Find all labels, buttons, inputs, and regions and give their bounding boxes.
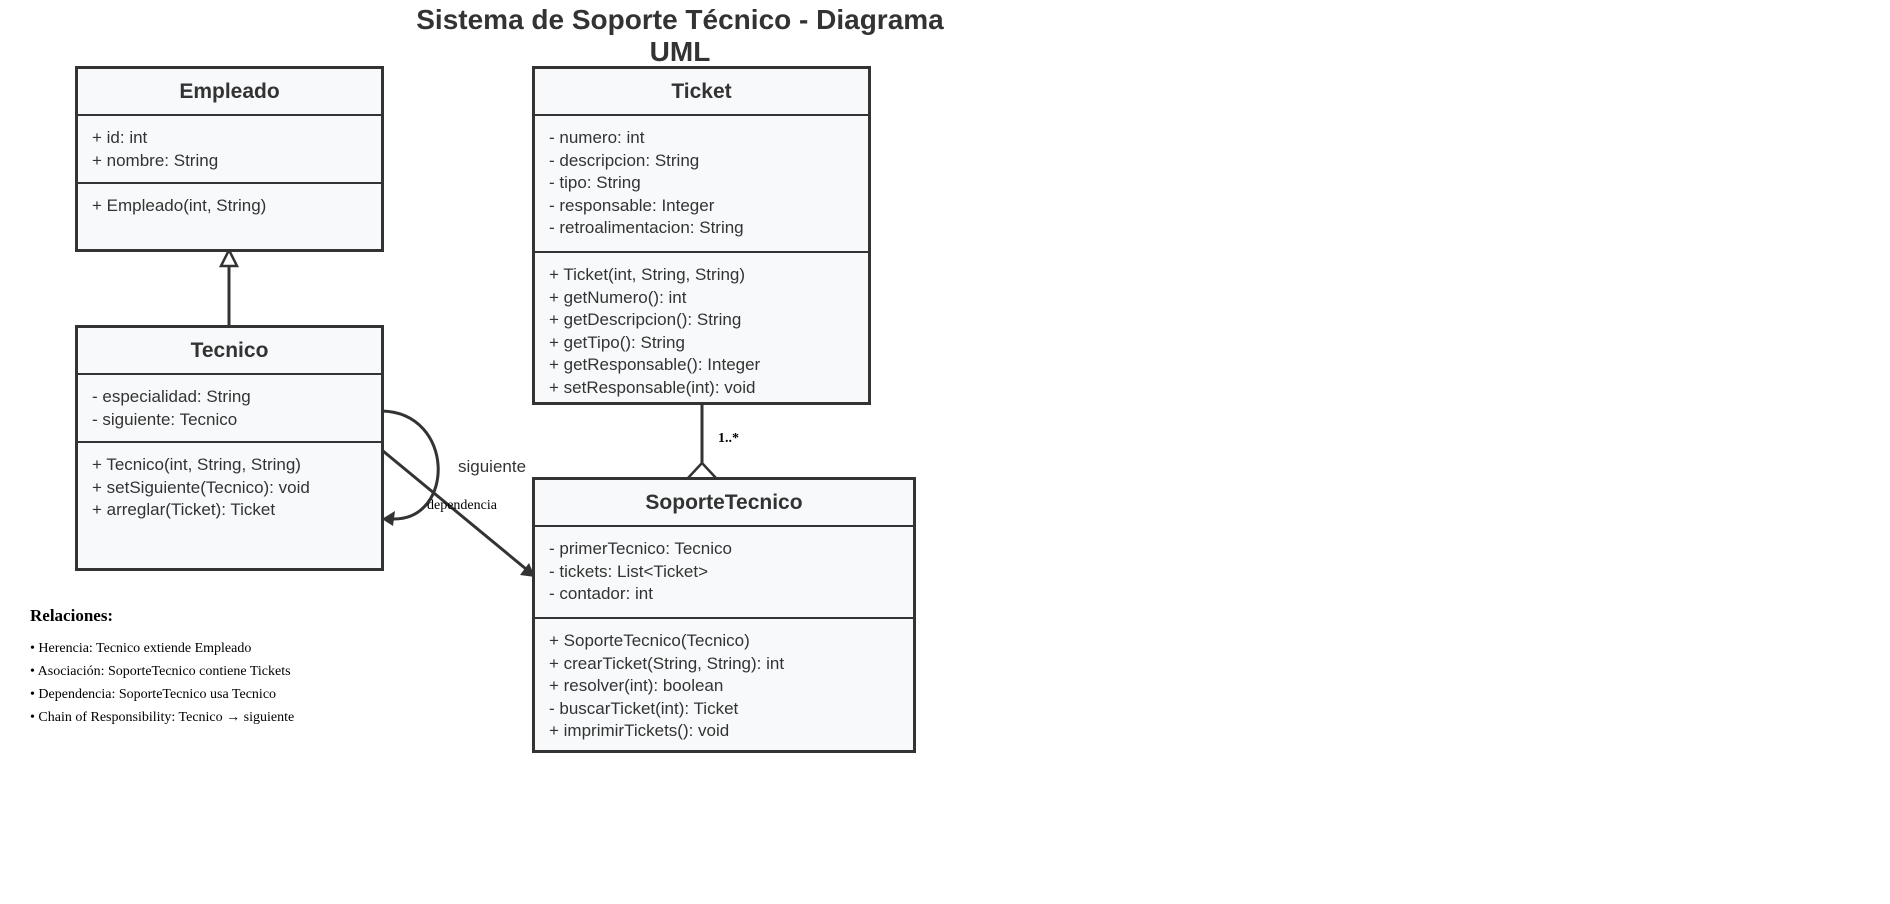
- attribute: - numero: int: [549, 128, 645, 147]
- self-association-arrowhead: [382, 511, 395, 526]
- attribute: - primerTecnico: Tecnico: [549, 539, 732, 558]
- attribute-section: - numero: int - descripcion: String - ti…: [535, 116, 868, 253]
- method: + getNumero(): int: [549, 287, 687, 307]
- method-section: + SoporteTecnico(Tecnico) + crearTicket(…: [535, 619, 913, 743]
- method: + Ticket(int, String, String): [549, 265, 746, 284]
- legend-item: • Asociación: SoporteTecnico contiene Ti…: [30, 664, 291, 679]
- method-section: + Empleado(int, String): [78, 184, 381, 218]
- dependency-line: [382, 449, 527, 571]
- method: + getDescripcion(): String: [549, 310, 742, 330]
- method: + Tecnico(int, String, String): [92, 455, 301, 474]
- dependency-label: dependencia: [427, 498, 498, 513]
- class-ticket: Ticket - numero: int - descripcion: Stri…: [532, 66, 871, 405]
- method: + resolver(int): boolean: [549, 676, 724, 696]
- attribute: - contador: int: [549, 584, 653, 604]
- class-soportetecnico: SoporteTecnico - primerTecnico: Tecnico …: [532, 477, 916, 753]
- method-section: + Ticket(int, String, String) + getNumer…: [535, 253, 868, 400]
- class-name: Tecnico: [78, 328, 381, 375]
- self-association-label: siguiente: [458, 457, 526, 476]
- attribute-section: + id: int + nombre: String: [78, 116, 381, 184]
- attribute-section: - primerTecnico: Tecnico - tickets: List…: [535, 527, 913, 619]
- method: + getTipo(): String: [549, 332, 685, 352]
- attribute: + nombre: String: [92, 150, 219, 170]
- dependency-arrowhead: [520, 563, 535, 577]
- method: + crearTicket(String, String): int: [549, 653, 785, 673]
- class-name: Ticket: [535, 69, 868, 116]
- class-name: Empleado: [78, 69, 381, 116]
- method: - buscarTicket(int): Ticket: [549, 698, 739, 718]
- attribute: - responsable: Integer: [549, 195, 715, 215]
- attribute: + id: int: [92, 128, 148, 147]
- method: + imprimirTickets(): void: [549, 721, 730, 741]
- method-section: + Tecnico(int, String, String) + setSigu…: [78, 443, 381, 522]
- legend-item: • Chain of Responsibility: Tecnico → sig…: [30, 710, 295, 725]
- attribute: - siguiente: Tecnico: [92, 409, 238, 429]
- aggregation-multiplicity: 1..*: [718, 431, 739, 446]
- relations-legend: Relaciones: • Herencia: Tecnico extiende…: [30, 606, 294, 729]
- attribute: - descripcion: String: [549, 150, 700, 170]
- legend-item: • Herencia: Tecnico extiende Empleado: [30, 641, 252, 656]
- attribute: - tipo: String: [549, 173, 641, 193]
- class-name: SoporteTecnico: [535, 480, 913, 527]
- method: + Empleado(int, String): [92, 196, 267, 215]
- attribute: - retroalimentacion: String: [549, 218, 744, 238]
- legend-title: Relaciones:: [30, 606, 114, 625]
- method: + getResponsable(): Integer: [549, 355, 761, 375]
- method: + setResponsable(int): void: [549, 377, 756, 397]
- class-empleado: Empleado + id: int + nombre: String + Em…: [75, 66, 384, 252]
- class-tecnico: Tecnico - especialidad: String - siguien…: [75, 325, 384, 571]
- self-association-curve: [381, 409, 440, 521]
- attribute: - especialidad: String: [92, 387, 251, 406]
- attribute-section: - especialidad: String - siguiente: Tecn…: [78, 375, 381, 443]
- method: + setSiguiente(Tecnico): void: [92, 477, 310, 497]
- diagram-title: Sistema de Soporte Técnico - Diagrama UM…: [416, 4, 944, 67]
- inheritance-arrowhead: [218, 247, 240, 268]
- method: + arreglar(Ticket): Ticket: [92, 500, 276, 520]
- attribute: - tickets: List<Ticket>: [549, 561, 709, 581]
- legend-item: • Dependencia: SoporteTecnico usa Tecnic…: [30, 687, 277, 702]
- method: + SoporteTecnico(Tecnico): [549, 631, 750, 650]
